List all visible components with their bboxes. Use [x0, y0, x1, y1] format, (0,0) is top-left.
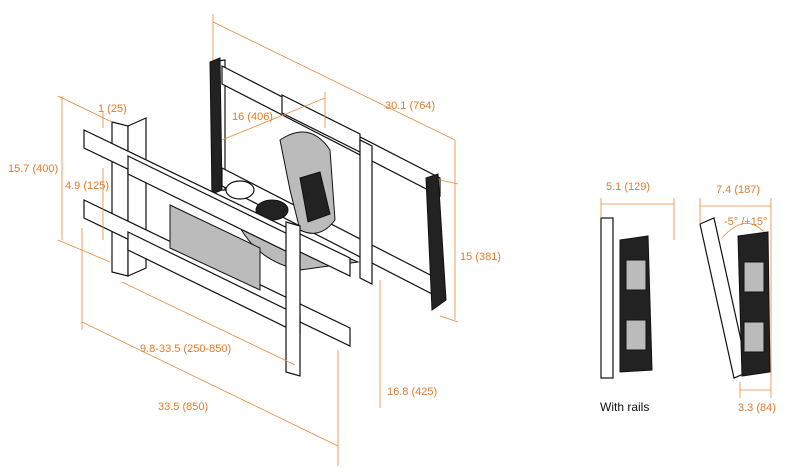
- label-extension: 16.8 (425): [387, 386, 437, 398]
- label-plate-height: 15.7 (400): [8, 163, 58, 175]
- label-vesa-range: 9.8-33.5 (250-850): [140, 343, 231, 355]
- side-view-tilt-drawing: [699, 217, 771, 379]
- dimension-lines: [57, 14, 772, 466]
- articulating-arm-drawing: [225, 131, 360, 271]
- label-bracket-depth: 1 (25): [98, 103, 127, 115]
- label-arm-offset: 4.9 (125): [65, 180, 109, 192]
- label-min-depth: 3.3 (84): [738, 402, 776, 414]
- label-wall-plate-width: 30.1 (764): [385, 100, 435, 112]
- caption-with-rails: With rails: [600, 400, 649, 414]
- label-arm-reach: 16 (406): [232, 111, 273, 123]
- label-wall-plate-height: 15 (381): [460, 251, 501, 263]
- side-view-rails-drawing: [600, 217, 653, 379]
- tv-bracket-drawing: [83, 117, 351, 377]
- label-total-width: 33.5 (850): [158, 401, 208, 413]
- label-side-depth-rails: 5.1 (129): [606, 181, 650, 193]
- label-tilt-range: -5° /+15°: [724, 216, 767, 228]
- label-side-depth-tilt: 7.4 (187): [716, 184, 760, 196]
